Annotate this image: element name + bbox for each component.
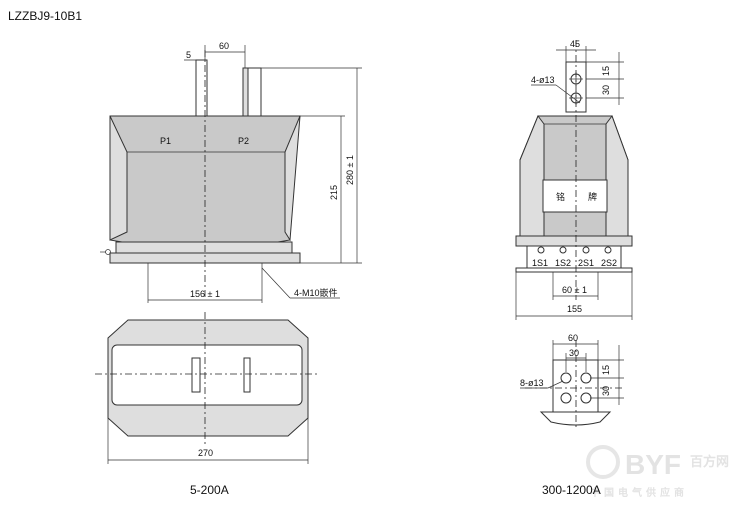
terminal-label: 1S2 [555, 258, 571, 268]
watermark-brand: BYF [625, 449, 681, 480]
dim-45-label: 45 [570, 39, 580, 49]
watermark-tagline: 中国电气供应商 [590, 486, 688, 499]
busbar-plate [552, 359, 599, 413]
dim-30-side-label: 30 [601, 386, 611, 396]
transformer-body [109, 115, 301, 243]
watermark-logo-icon [586, 445, 620, 479]
left-top-view: 270 [95, 312, 320, 464]
nameplate-right: 牌 [588, 191, 597, 202]
drawing-title: LZZBJ9-10B1 [8, 9, 82, 23]
dim-60-1-label: 60 ± 1 [562, 285, 587, 295]
right-base-plate [515, 267, 633, 273]
terminal-label: 1S1 [532, 258, 548, 268]
body-left-face [109, 115, 128, 241]
label-p2: P2 [238, 136, 249, 146]
hole-leader-top [555, 84, 581, 104]
insert-label: 4-M10嵌件 [294, 287, 338, 298]
hole-top-label: 4-ø13 [531, 75, 555, 85]
hole-bottom-3 [560, 392, 572, 404]
dim-15-top-label: 15 [601, 66, 611, 76]
slot-p1 [191, 357, 201, 393]
terminal-label: 2S2 [601, 258, 617, 268]
right-caption: 300-1200A [542, 483, 601, 497]
nameplate [542, 179, 608, 213]
dim-30-bot-label: 30 [569, 348, 579, 358]
terminal-screw-1 [537, 246, 545, 254]
terminal-screw-3 [582, 246, 590, 254]
hole-bottom-label: 8-ø13 [520, 378, 544, 388]
dim-30-top-label: 30 [601, 85, 611, 95]
dim-215-label: 215 [329, 185, 339, 200]
right-base-top [515, 235, 633, 247]
dim-156-label: 156 ± 1 [190, 289, 220, 299]
terminal-screw-4 [604, 246, 612, 254]
ground-screw [105, 249, 111, 255]
hole-bottom-2 [580, 372, 592, 384]
dim-155-label: 155 [567, 304, 582, 314]
terminal-screw-2 [559, 246, 567, 254]
watermark-brand-cn: 百方网 [690, 454, 729, 469]
left-caption: 5-200A [190, 483, 229, 497]
dim-15-bot-label: 15 [601, 365, 611, 375]
body-right-face [284, 115, 301, 242]
terminal-label: 2S1 [578, 258, 594, 268]
left-front-view: P1 P2 60 5 215 280 ± 1 156 ± 1 4-M10嵌件 [100, 41, 362, 303]
label-p1: P1 [160, 136, 171, 146]
slot-p2 [243, 357, 251, 393]
hole-leader-bottom [547, 380, 564, 389]
dim-60-label: 60 [219, 41, 229, 51]
hole-bottom-4 [580, 392, 592, 404]
dim-5-label: 5 [186, 50, 191, 60]
right-body-right-face [605, 114, 629, 237]
insert-leader [261, 267, 291, 299]
base-plate [115, 241, 293, 254]
dim-280-label: 280 ± 1 [345, 155, 355, 185]
right-busbar-detail: 60 30 15 30 8-ø13 [520, 333, 625, 430]
busbar-base [539, 411, 612, 426]
nameplate-left: 铭 [556, 191, 565, 202]
right-front-view: 铭 牌 1S1 1S2 2S1 2S2 45 15 30 4-ø13 60 [515, 39, 633, 320]
dim-60-bot-label: 60 [568, 333, 578, 343]
watermark: BYF 百方网 中国电气供应商 [586, 445, 729, 499]
right-body-left-face [519, 114, 545, 237]
dim-270-label: 270 [198, 448, 213, 458]
top-view-window [111, 344, 303, 406]
busbar-edge [242, 67, 249, 117]
hole-bottom-1 [560, 372, 572, 384]
